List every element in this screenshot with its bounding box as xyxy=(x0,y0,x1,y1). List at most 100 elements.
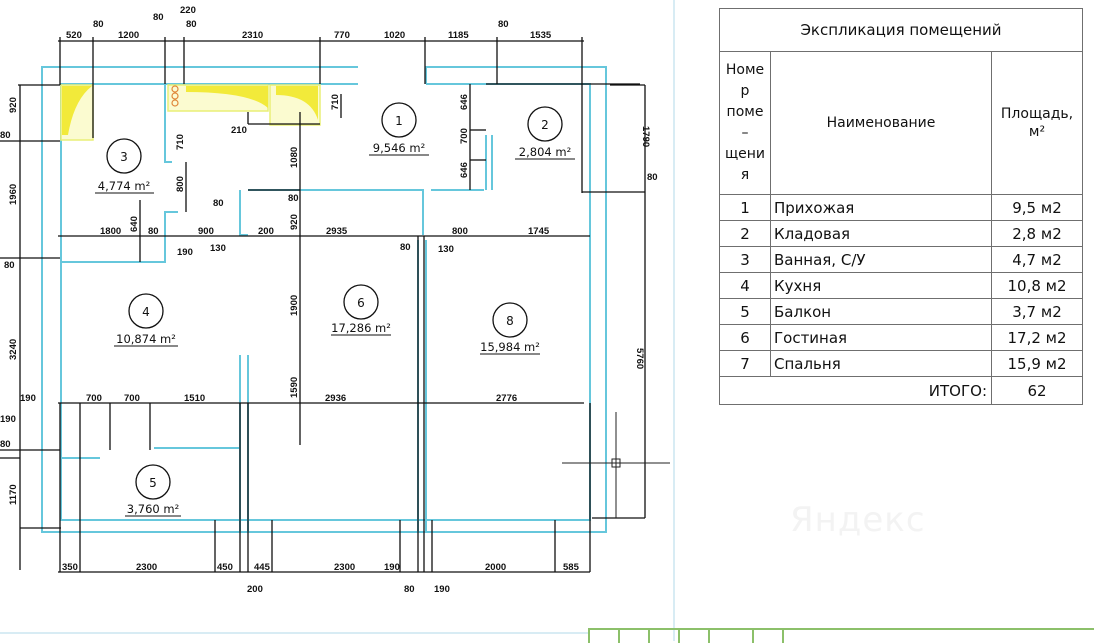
total-label: ИТОГО: xyxy=(719,376,992,405)
room-marker: 5 3,760 m² xyxy=(125,464,181,517)
dim-right: 1790 xyxy=(640,126,651,147)
dim-left: 80 xyxy=(0,130,11,141)
bath-fixtures xyxy=(60,84,321,141)
dim-bottom: 2300 xyxy=(136,562,157,573)
room-number: 2 xyxy=(541,118,549,132)
dim-inner: 710 xyxy=(330,94,341,110)
dim-left: 80 xyxy=(4,260,15,271)
dim-row-low: 2776 xyxy=(496,393,517,404)
column-header-area: Площадь, м² xyxy=(991,51,1083,195)
room-marker: 3 4,774 m² xyxy=(95,138,154,194)
dim-left: 1960 xyxy=(8,184,19,205)
room-number: 4 xyxy=(142,305,150,319)
dim-left: 190 xyxy=(0,414,16,425)
dim-top: 1535 xyxy=(530,30,552,41)
cell-number: 3 xyxy=(719,246,771,273)
room-marker: 4 10,874 m² xyxy=(114,293,178,347)
floor-plan: 520 80 1200 80 220 80 2310 770 1020 1185… xyxy=(0,5,670,595)
cell-number: 5 xyxy=(719,298,771,325)
room-area: 3,760 m² xyxy=(127,502,179,516)
dim-top: 80 xyxy=(153,12,164,23)
total-value: 62 xyxy=(991,376,1083,405)
dim-top: 520 xyxy=(66,30,82,41)
room-number: 1 xyxy=(395,114,403,128)
dim-top: 220 xyxy=(180,5,196,16)
cell-area: 17,2 м2 xyxy=(991,324,1083,351)
dim-row-mid: 80 xyxy=(148,226,159,237)
cell-area: 15,9 м2 xyxy=(991,350,1083,377)
dim-inner: 210 xyxy=(231,125,247,136)
dim-top: 770 xyxy=(334,30,350,41)
dim-bottom: 450 xyxy=(217,562,233,573)
dim-bottom: 190 xyxy=(384,562,400,573)
dim-row-low: 2936 xyxy=(325,393,346,404)
dim-left: 3240 xyxy=(8,339,19,360)
cell-area: 9,5 м2 xyxy=(991,194,1083,221)
cell-number: 7 xyxy=(719,350,771,377)
sheet-frame-horizontal xyxy=(0,632,588,634)
dim-row-mid: 800 xyxy=(452,226,468,237)
explication-table: Экспликация помещений Номе р поме – щени… xyxy=(719,8,1083,405)
dim-inner: 80 xyxy=(213,198,224,209)
cell-area: 2,8 м2 xyxy=(991,220,1083,247)
pipes-icon xyxy=(171,85,179,107)
cell-number: 4 xyxy=(719,272,771,299)
cell-number: 6 xyxy=(719,324,771,351)
room-marker: 1 9,546 m² xyxy=(369,102,429,156)
dim-bottom: 2000 xyxy=(485,562,506,573)
dim-top: 80 xyxy=(498,19,509,30)
dim-left: 80 xyxy=(0,439,11,450)
dim-top: 2310 xyxy=(242,30,263,41)
dim-row-mid: 1800 xyxy=(100,226,121,237)
dim-row-mid: 80 xyxy=(400,242,411,253)
cell-name: Прихожая xyxy=(770,194,992,221)
room-marker: 6 17,286 m² xyxy=(331,284,391,336)
dimension-lines xyxy=(0,37,646,573)
dim-inner: 1590 xyxy=(289,377,300,398)
dim-row-mid: 130 xyxy=(210,243,226,254)
dim-bottom: 585 xyxy=(563,562,580,573)
dim-top: 80 xyxy=(186,19,197,30)
dim-row-mid: 190 xyxy=(177,247,193,258)
dim-inner: 646 xyxy=(459,94,470,110)
room-area: 10,874 m² xyxy=(116,332,176,346)
dim-bottom: 200 xyxy=(247,584,263,595)
room-number: 8 xyxy=(506,314,514,328)
cad-crosshair-icon xyxy=(562,412,670,518)
dim-row-mid: 1745 xyxy=(528,226,550,237)
watermark-logo: Яндекс xyxy=(790,500,926,540)
dim-inner: 920 xyxy=(289,214,300,230)
cell-number: 2 xyxy=(719,220,771,247)
header-number-line: щени xyxy=(724,146,766,162)
cell-name: Кухня xyxy=(770,272,992,299)
dim-left: 920 xyxy=(8,97,19,113)
dim-row-mid: 130 xyxy=(438,244,454,255)
dim-top: 1200 xyxy=(118,30,139,41)
header-number-line: р xyxy=(740,83,750,99)
cell-area: 3,7 м2 xyxy=(991,298,1083,325)
dim-bottom: 445 xyxy=(254,562,271,573)
header-number-line: поме xyxy=(726,104,764,120)
dim-row-low: 190 xyxy=(20,393,36,404)
dim-left: 1170 xyxy=(8,484,19,505)
dim-inner: 80 xyxy=(288,193,299,204)
column-header-name: Наименование xyxy=(770,51,992,195)
room-area: 15,984 m² xyxy=(480,340,540,354)
header-number-line: – xyxy=(741,125,749,141)
dim-right: 5760 xyxy=(634,348,645,369)
dim-inner: 646 xyxy=(459,162,470,178)
dim-bottom: 2300 xyxy=(334,562,355,573)
dim-row-mid: 900 xyxy=(198,226,214,237)
cell-name: Гостиная xyxy=(770,324,992,351)
room-area: 4,774 m² xyxy=(98,179,150,193)
header-area-unit: м² xyxy=(1028,124,1046,140)
dim-inner: 640 xyxy=(129,216,140,232)
title-block-stamp xyxy=(588,628,1094,643)
dim-inner: 800 xyxy=(175,176,186,192)
